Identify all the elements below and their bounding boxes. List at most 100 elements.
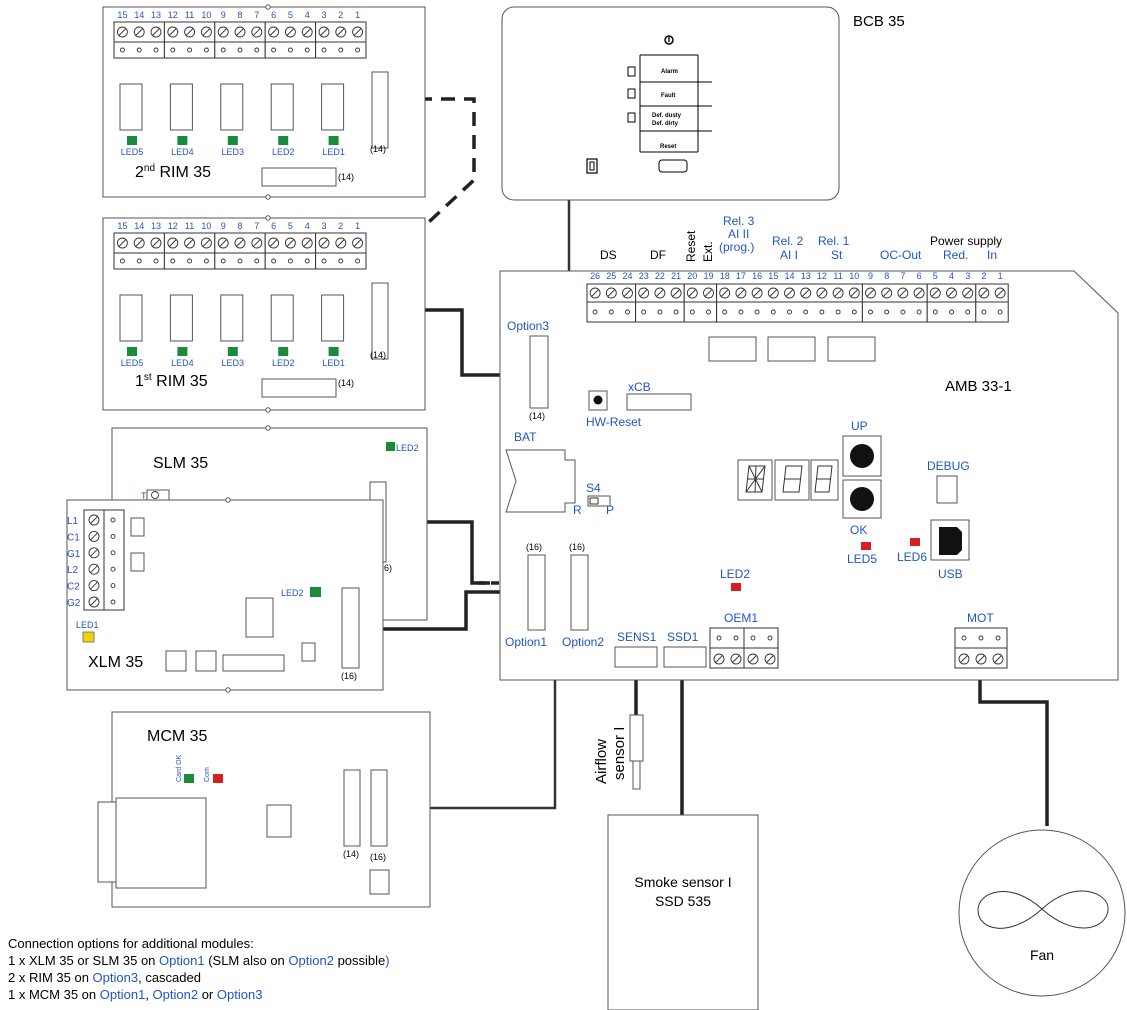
rim2-terminal-screw xyxy=(133,26,145,38)
rim2-terminal-screw xyxy=(150,26,162,38)
amb-debug-port[interactable] xyxy=(936,475,958,504)
amb-terminal-screw xyxy=(913,287,925,299)
rim1-terminal-screw xyxy=(217,237,229,249)
amb-label-power-supply: Power supply xyxy=(930,234,1002,248)
amb-label-rel2: Rel. 2 xyxy=(772,234,804,248)
notes-line-3: 1 x MCM 35 on Option1, Option2 or Option… xyxy=(8,987,262,1002)
xlm-terminal-screw xyxy=(88,596,100,608)
rim2-title: 2nd RIM 35 xyxy=(135,163,211,181)
rim1-connector-side-label: (14) xyxy=(370,350,386,360)
amb-terminal-screw xyxy=(670,287,682,299)
bcb-fault-button[interactable]: Fault xyxy=(661,93,675,99)
rim1-terminal-number: 5 xyxy=(288,221,293,231)
rim2-terminal-screw xyxy=(184,26,196,38)
rim2-terminal-number: 10 xyxy=(201,10,211,20)
rim1-led xyxy=(177,347,188,356)
amb-terminal-number: 24 xyxy=(622,271,632,281)
rim1-terminal-screw xyxy=(116,237,128,249)
xlm-led2 xyxy=(310,587,321,597)
amb-terminal-screw xyxy=(638,287,650,299)
bcb-title: BCB 35 xyxy=(853,13,905,30)
notes-line-2: 2 x RIM 35 on Option3, cascaded xyxy=(8,970,201,985)
amb-terminal-screw xyxy=(654,287,666,299)
amb-terminal-number: 16 xyxy=(752,271,762,281)
amb-terminal-screw xyxy=(848,287,860,299)
xlm-terminal-screw xyxy=(88,514,100,526)
amb-option3-label: Option3 xyxy=(507,319,549,333)
fan: Fan xyxy=(958,829,1126,997)
xlm-connector-label: (16) xyxy=(341,671,357,681)
amb-terminal-number: 5 xyxy=(933,271,938,281)
rim2-connector-side-label: (14) xyxy=(370,144,386,154)
amb-terminal-screw xyxy=(881,287,893,299)
amb-label-rel1: Rel. 1 xyxy=(818,234,850,248)
amb-bat-label: BAT xyxy=(514,430,537,444)
xlm-terminal-label: L1 xyxy=(67,516,79,527)
amb-terminal-screw xyxy=(703,287,714,299)
rim2-terminal-screw xyxy=(301,26,313,38)
rim2-terminal-number: 13 xyxy=(151,10,161,20)
rim1-terminal-screw xyxy=(184,237,196,249)
rim1-terminal-number: 13 xyxy=(151,221,161,231)
fan-infinity-icon xyxy=(977,890,1109,929)
airflow-label-line1: Airflow xyxy=(593,739,610,784)
amb-option2-pins: (16) xyxy=(569,542,585,552)
xlm-terminal-screw xyxy=(88,530,100,542)
amb-terminal-number: 9 xyxy=(868,271,873,281)
amb-label-ext: Ext. xyxy=(701,241,715,262)
rim2-led xyxy=(227,136,238,145)
rim2-terminal-screw xyxy=(335,26,347,38)
amb-terminal-number: 3 xyxy=(965,271,970,281)
amb-board: AMB 33-1 DS DF Reset Ext. Rel. 3 AI II (… xyxy=(499,214,1119,681)
rim1-terminal-number: 3 xyxy=(321,221,326,231)
xlm-terminal-label: C2 xyxy=(67,582,80,593)
amb-terminal-screw xyxy=(962,287,974,299)
smoke-label-line2: SSD 535 xyxy=(655,893,711,909)
xlm-terminal-label: G1 xyxy=(67,549,81,560)
rim2-led-label: LED3 xyxy=(222,147,245,157)
amb-ok-button[interactable] xyxy=(850,487,874,511)
amb-mot-terminal xyxy=(954,627,1008,669)
rim1-terminal-screw xyxy=(284,237,296,249)
rim1-terminal-screw xyxy=(301,237,313,249)
amb-ok-label: OK xyxy=(850,523,867,537)
amb-terminal-number: 19 xyxy=(703,271,713,281)
amb-label-ai2: AI II xyxy=(728,227,749,241)
rim2-connector-bottom-label: (14) xyxy=(338,172,354,182)
amb-mot-label: MOT xyxy=(967,611,994,625)
amb-s4-r-label: R xyxy=(573,503,582,517)
bcb-alarm-button[interactable]: Alarm xyxy=(661,69,678,75)
rim2-terminal-screw xyxy=(268,26,280,38)
bcb-reset-button[interactable]: Reset xyxy=(660,144,676,150)
amb-terminal-number: 8 xyxy=(884,271,889,281)
rim2-terminal-screw xyxy=(167,26,179,38)
rim1-terminal-number: 1 xyxy=(355,221,360,231)
rim2-terminal-screw xyxy=(234,26,246,38)
amb-up-button[interactable] xyxy=(850,444,874,468)
amb-option2-label: Option2 xyxy=(562,635,604,649)
oem1-screw xyxy=(730,653,742,665)
amb-terminal-screw xyxy=(784,287,795,299)
mcm-card-ok-led xyxy=(184,774,194,783)
amb-terminal-number: 10 xyxy=(849,271,859,281)
amb-terminal-screw xyxy=(622,287,633,299)
rim1-led-label: LED2 xyxy=(272,358,295,368)
amb-oem1-label: OEM1 xyxy=(724,611,758,625)
amb-label-df: DF xyxy=(650,248,666,262)
xlm-led1 xyxy=(82,631,95,643)
oem1-screw xyxy=(747,653,759,665)
amb-terminal-number: 15 xyxy=(768,271,778,281)
rim2-led-label: LED5 xyxy=(121,147,144,157)
rim2-led-label: LED1 xyxy=(322,147,345,157)
amb-hw-reset-button[interactable]: HW-Reset xyxy=(586,415,642,429)
rim1-terminal-screw xyxy=(200,237,212,249)
rim2-led xyxy=(278,136,289,145)
amb-up-label: UP xyxy=(851,419,868,433)
oem1-screw xyxy=(764,653,776,665)
rim2-terminal-number: 1 xyxy=(355,10,360,20)
